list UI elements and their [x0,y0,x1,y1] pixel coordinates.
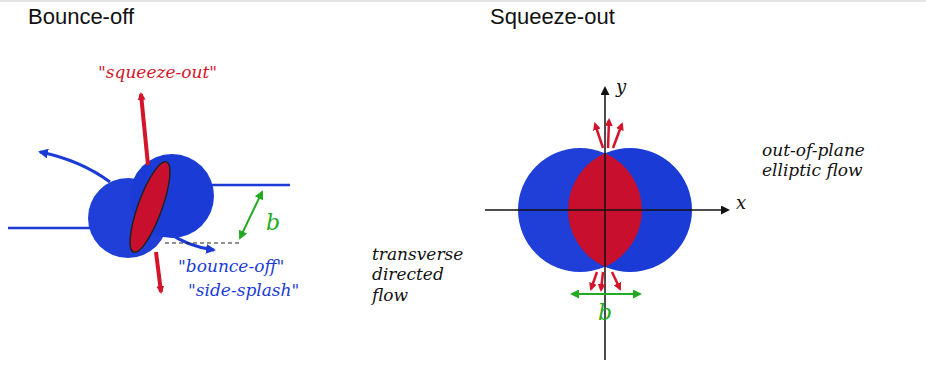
bounce-arrow [168,232,214,250]
axis-label: x [736,192,746,214]
beam-line [8,227,92,230]
squeeze-arrow [591,272,597,289]
axis-label: y [616,76,626,98]
x-axis [485,209,728,211]
squeeze-arrow [613,124,622,148]
squeeze-arrow [601,272,603,290]
squeeze-arrow [612,272,620,289]
diagram-panel: Squeeze-out [462,0,926,373]
bounce-arrow [40,152,110,182]
flow-type-note: out-of-plane elliptic flow [762,140,872,181]
flow-type-note: transverse directed flow [372,244,467,305]
squeeze-arrow [156,252,161,292]
impact-parameter-arrow [572,293,640,295]
squeeze-arrow [595,124,603,148]
participant-zone [122,158,177,256]
squeeze-arrow [608,120,609,148]
impact-parameter-label: b [266,210,280,236]
flow-label: "side-splash" [188,280,299,300]
flow-label: "bounce-off" [178,256,284,276]
header-rule [0,1,926,2]
panel-title: Bounce-off [24,4,138,30]
squeeze-arrow [141,94,148,165]
flow-label: "squeeze-out" [98,62,217,82]
dashed-line [165,242,240,243]
impact-parameter-label: b [598,300,612,326]
impact-parameter-arrow [240,192,262,238]
diagram-panel: Bounce-off [0,0,462,373]
beam-line [210,184,290,187]
panel-title: Squeeze-out [486,4,619,30]
